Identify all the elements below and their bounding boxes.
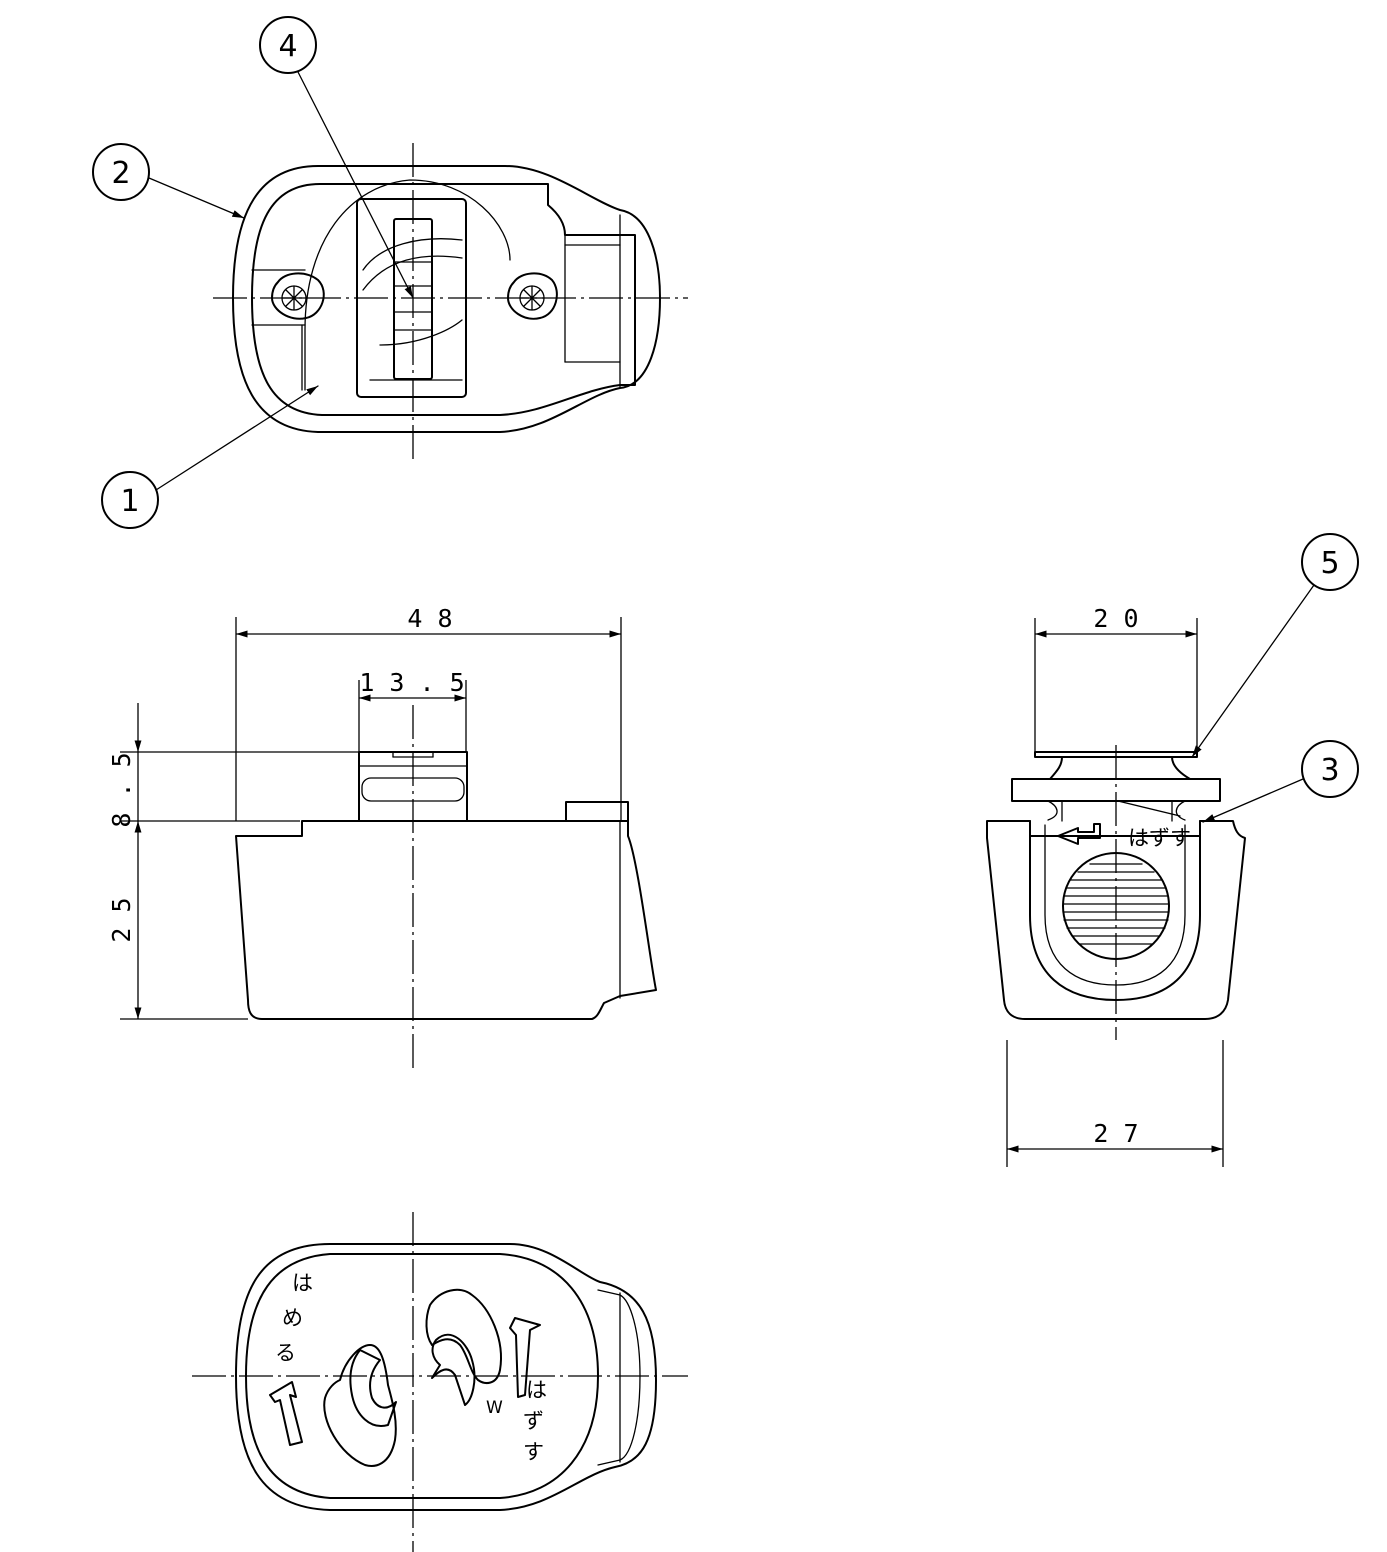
front-view-boss <box>565 801 629 822</box>
balloon-1: 1 <box>101 385 319 529</box>
end-view-flange <box>1011 778 1221 802</box>
dimension-slot-width-label: 1 3 . 5 <box>359 668 464 697</box>
dimension-bottom-width: 2 7 <box>1006 1040 1224 1167</box>
bottom-view-slot-left-inner <box>349 1349 397 1427</box>
bottom-view-slot-left-outer <box>323 1344 397 1467</box>
top-view-outer-outline <box>232 165 661 433</box>
balloon-1-label: 1 <box>120 484 139 519</box>
bottom-view: は め る は ず す W <box>192 1212 688 1552</box>
balloon-3: 3 <box>1202 740 1359 823</box>
end-view-body-outline <box>986 820 1246 1020</box>
bottom-fit-char-1: は <box>292 1271 313 1295</box>
top-view-switch-knob <box>393 218 433 380</box>
bottom-view-w-mark: W <box>486 1398 503 1418</box>
bottom-view-slot-right-inner <box>431 1333 476 1406</box>
bottom-release-char-1: は <box>526 1378 547 1402</box>
release-arrow-icon <box>509 1317 541 1398</box>
fit-arrow-icon <box>269 1381 303 1446</box>
dimension-body-height-label: 2 5 <box>107 897 136 942</box>
dimension-top-width-label: 2 0 <box>1093 604 1138 633</box>
end-view-cord-inner <box>1044 824 1186 986</box>
bottom-view-outer-outline <box>235 1243 657 1511</box>
dimension-slot-height-label: 8 . 5 <box>107 752 136 827</box>
release-arrow-icon <box>1057 823 1101 845</box>
balloon-5-label: 5 <box>1320 546 1339 581</box>
bottom-view-inner-outline <box>245 1253 599 1499</box>
bottom-view-release-label: は ず す <box>523 1378 547 1464</box>
balloon-2: 2 <box>92 143 245 219</box>
screw-icon <box>271 272 325 320</box>
balloon-3-label: 3 <box>1320 753 1339 788</box>
end-view-release-label: はずす <box>1128 826 1191 850</box>
top-view-inner-rim <box>251 183 636 416</box>
top-view-slot-arc-1 <box>362 238 463 271</box>
end-view-latch-line-3 <box>1117 800 1181 817</box>
cord-section <box>1062 852 1170 960</box>
dimension-bottom-width-label: 2 7 <box>1093 1119 1138 1148</box>
top-view <box>213 143 688 462</box>
end-view-cord-opening <box>1029 820 1201 1001</box>
balloon-4-label: 4 <box>278 29 297 64</box>
balloon-4: 4 <box>259 16 414 299</box>
dimension-overall-length: 4 8 <box>235 604 622 821</box>
balloon-5: 5 <box>1191 533 1359 758</box>
bottom-release-char-2: ず <box>523 1409 544 1433</box>
end-view-neck <box>1049 756 1191 780</box>
end-view: はずす <box>986 745 1246 1040</box>
top-view-slot-arc-2 <box>362 255 463 291</box>
dimension-slot-width: 1 3 . 5 <box>358 668 467 752</box>
bottom-fit-char-2: め <box>282 1306 303 1330</box>
dimension-overall-length-label: 4 8 <box>407 604 452 633</box>
top-view-slot-frame <box>356 198 467 398</box>
top-view-inner-arc <box>304 179 511 391</box>
bottom-fit-char-3: る <box>275 1341 296 1365</box>
end-view-latch-left <box>1047 800 1058 821</box>
front-view <box>235 705 657 1072</box>
balloon-2-label: 2 <box>111 156 130 191</box>
screw-icon <box>507 272 558 320</box>
bottom-view-slot-right-outer <box>425 1288 502 1384</box>
end-view-latch-right <box>1175 800 1186 821</box>
bottom-view-neck <box>597 1289 641 1466</box>
dimension-top-width: 2 0 <box>1034 604 1198 752</box>
bottom-release-char-3: す <box>523 1440 544 1464</box>
front-view-switch-knob <box>361 777 465 802</box>
front-view-body-outline <box>235 820 657 1020</box>
bottom-view-fit-label: は め る <box>275 1271 313 1365</box>
dimension-body-height: 2 5 <box>107 821 248 1020</box>
dimension-slot-height: 8 . 5 <box>107 703 467 828</box>
top-view-slot-arc-3 <box>379 319 463 346</box>
